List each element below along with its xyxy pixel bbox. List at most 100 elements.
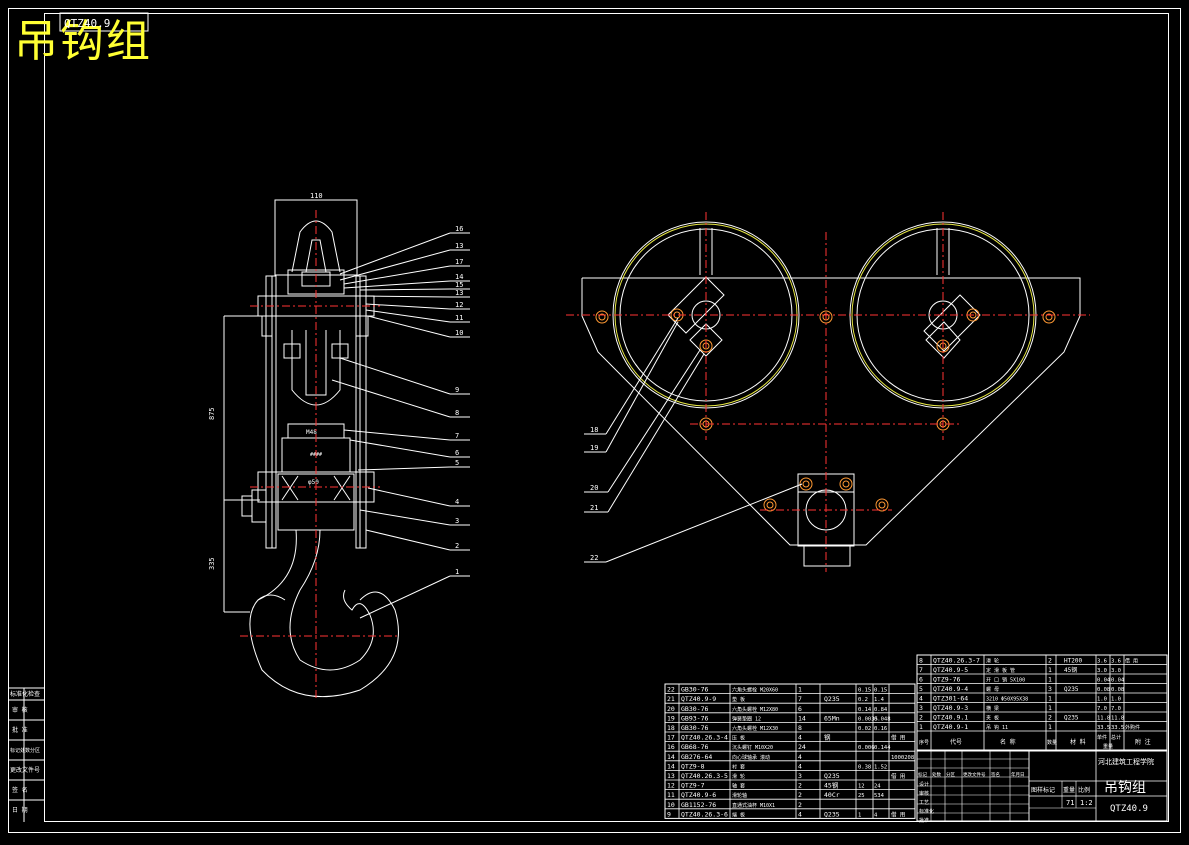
- bom-cell-no: 13: [667, 772, 675, 780]
- bom-cell-total: 0.84: [874, 707, 888, 713]
- bom-cell-name: 3210 Φ50X95X38: [986, 697, 1028, 703]
- bom-cell-code: GB30-76: [681, 705, 708, 713]
- title-stage-label: 图样标记: [1031, 786, 1055, 794]
- bom-cell-name: 衬 套: [732, 763, 745, 770]
- title-row-label: 设计: [919, 781, 929, 788]
- bom-cell-name: 垫 板: [732, 696, 745, 703]
- bom-cell-note: 借 用: [891, 734, 905, 742]
- side-leaders: [331, 232, 470, 619]
- bom-cell-no: 6: [919, 676, 923, 684]
- bom-cell-material: 钢: [824, 734, 831, 742]
- bom-cell-no: 1: [919, 723, 923, 731]
- bom-cell-material: 45钢: [824, 782, 839, 790]
- bom-cell-code: GB276-64: [681, 753, 712, 761]
- bom-cell-material: HT200: [1064, 658, 1082, 665]
- left-binding-strip: 标准化检查 审 核 批 准 标记处数分区 更改文件号 签 名 日 期: [8, 687, 44, 822]
- bom-cell-material: Q235: [1064, 686, 1079, 693]
- title-small-label: 签名: [991, 771, 1000, 778]
- strip-label: 更改文件号: [10, 766, 40, 774]
- bom-cell-qty: 4: [798, 810, 802, 818]
- bom-cell-name: 夹 板: [986, 715, 999, 722]
- bom-cell-name: 吊 钩 11: [986, 724, 1008, 731]
- bom-cell-no: 17: [667, 734, 675, 742]
- title-scale-value: 1:2: [1080, 799, 1093, 807]
- bom-cell-material: 65Mn: [824, 714, 840, 722]
- bom-cell-total: 3.6: [1111, 659, 1121, 665]
- bom-cell-material: Q235: [824, 810, 840, 818]
- bom-cell-qty: 14: [798, 714, 806, 722]
- front-view: [581, 221, 1081, 567]
- bom-cell-no: 20: [667, 705, 675, 713]
- title-row-label: 审核: [919, 790, 929, 797]
- bom-cell-qty: 2: [798, 801, 802, 809]
- front-part-label: 19: [590, 444, 598, 452]
- title-small-label: 分区: [946, 771, 955, 778]
- bom-cell-code: QTZ40.26.3-7: [933, 657, 980, 665]
- bom-cell-code: GB1152-76: [681, 801, 716, 809]
- bom-cell-name: 六角头螺栓 M20X60: [732, 687, 778, 694]
- bom-cell-no: 21: [667, 695, 675, 703]
- front-centerlines: [566, 212, 1090, 572]
- bom-cell-qty: 2: [1048, 714, 1052, 722]
- bom-cell-unit: 12: [858, 784, 865, 790]
- bom-cell-total: 1.52: [874, 764, 887, 770]
- front-part-label: 22: [590, 554, 598, 562]
- inner-border: [44, 13, 1169, 822]
- bom-cell-qty: 2: [798, 791, 802, 799]
- front-part-label: 20: [590, 484, 598, 492]
- bom-cell-code: QTZ301-64: [933, 695, 968, 703]
- bom-cell-total: 1.0: [1111, 697, 1121, 703]
- bom-cell-qty: 4: [798, 753, 802, 761]
- bom-cell-qty: 1: [1048, 695, 1052, 703]
- bom-cell-unit: 25: [858, 793, 865, 799]
- bom-cell-no: 16: [667, 743, 675, 751]
- bom-cell-note: 1000208: [891, 755, 914, 761]
- bom-cell-qty: 1: [1048, 723, 1052, 731]
- bom-cell-code: QTZ40.26.3-4: [681, 734, 728, 742]
- bom-cell-no: 12: [667, 782, 675, 790]
- strip-label: 标准化检查: [10, 690, 40, 698]
- bom-cell-qty: 6: [798, 705, 802, 713]
- dim-height-main: 875: [208, 407, 216, 420]
- title-row-label: 工艺: [919, 800, 929, 806]
- bom-cell-qty: 7: [798, 695, 802, 703]
- bom-cell-total: 4: [874, 812, 878, 818]
- side-part-label: 3: [455, 517, 459, 525]
- bom-cell-unit: 0.2: [858, 697, 868, 703]
- bom-header-code: 代号: [950, 738, 962, 746]
- bom-cell-code: QTZ40.9-6: [681, 791, 716, 799]
- bom-cell-code: QTZ9-76: [933, 676, 960, 684]
- side-part-label: 14: [455, 273, 463, 281]
- bom-header-note: 附 注: [1135, 738, 1151, 746]
- bom-cell-no: 22: [667, 686, 675, 694]
- bom-header-material: 材 料: [1070, 738, 1086, 746]
- side-centerlines: [240, 210, 400, 700]
- side-part-label: 2: [455, 542, 459, 550]
- bom-header-total: 总计: [1111, 734, 1121, 741]
- bom-cell-qty: 1: [798, 686, 802, 694]
- side-part-label: 8: [455, 409, 459, 417]
- title-small-label: 标记: [918, 771, 927, 778]
- bom-cell-material: 45钢: [1064, 666, 1077, 674]
- title-weight-value: 71: [1066, 799, 1074, 807]
- bom-cell-total: 11.8: [1111, 716, 1124, 722]
- bom-cell-total: 3.0: [1111, 668, 1121, 674]
- bom-cell-name: 弹簧垫圈 12: [732, 715, 761, 722]
- bom-cell-no: 14: [667, 753, 675, 761]
- bom-cell-name: 直通式油杯 M10X1: [732, 802, 775, 809]
- bom-cell-unit: 0.02: [858, 726, 871, 732]
- side-view: 110 M48 #### φ50: [208, 192, 399, 698]
- drawing-title: 吊钩组: [14, 16, 152, 67]
- bom-cell-name: 螺 母: [986, 686, 999, 693]
- bom-cell-name: 滑 轮: [986, 658, 999, 665]
- bom-cell-name: 六角头螺栓 M12X80: [732, 706, 778, 713]
- bom-cell-total: 0.048: [874, 716, 891, 722]
- bom-cell-name: 六角头螺栓 M12X30: [732, 725, 778, 732]
- bom-cell-total: 7.0: [1111, 706, 1121, 712]
- bom-cell-no: 9: [667, 810, 671, 818]
- bom-cell-name: 沉头螺钉 M10X20: [732, 744, 773, 751]
- bom-cell-unit: 7.0: [1097, 706, 1107, 712]
